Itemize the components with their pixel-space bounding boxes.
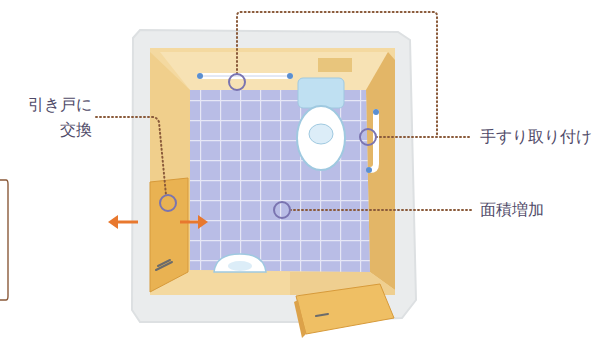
callout-circles (160, 74, 376, 218)
bracket (0, 180, 8, 300)
callout-label: 引き戸に 交換 (14, 93, 92, 143)
back-wall (160, 52, 388, 90)
sliding-door (150, 178, 188, 292)
leader-lines (96, 12, 472, 210)
toilet (297, 78, 345, 170)
handrail-right (366, 109, 379, 173)
floor-tiles (190, 90, 370, 272)
outer-wall (132, 30, 416, 322)
right-wall (366, 52, 395, 290)
slide-arrows (108, 215, 208, 229)
wall-top (150, 48, 395, 295)
swing-door (294, 284, 394, 338)
callout-label: 手すり取り付け (480, 125, 592, 150)
sink (214, 254, 266, 272)
callout-label: 面積増加 (480, 198, 544, 223)
shelf (318, 58, 352, 72)
